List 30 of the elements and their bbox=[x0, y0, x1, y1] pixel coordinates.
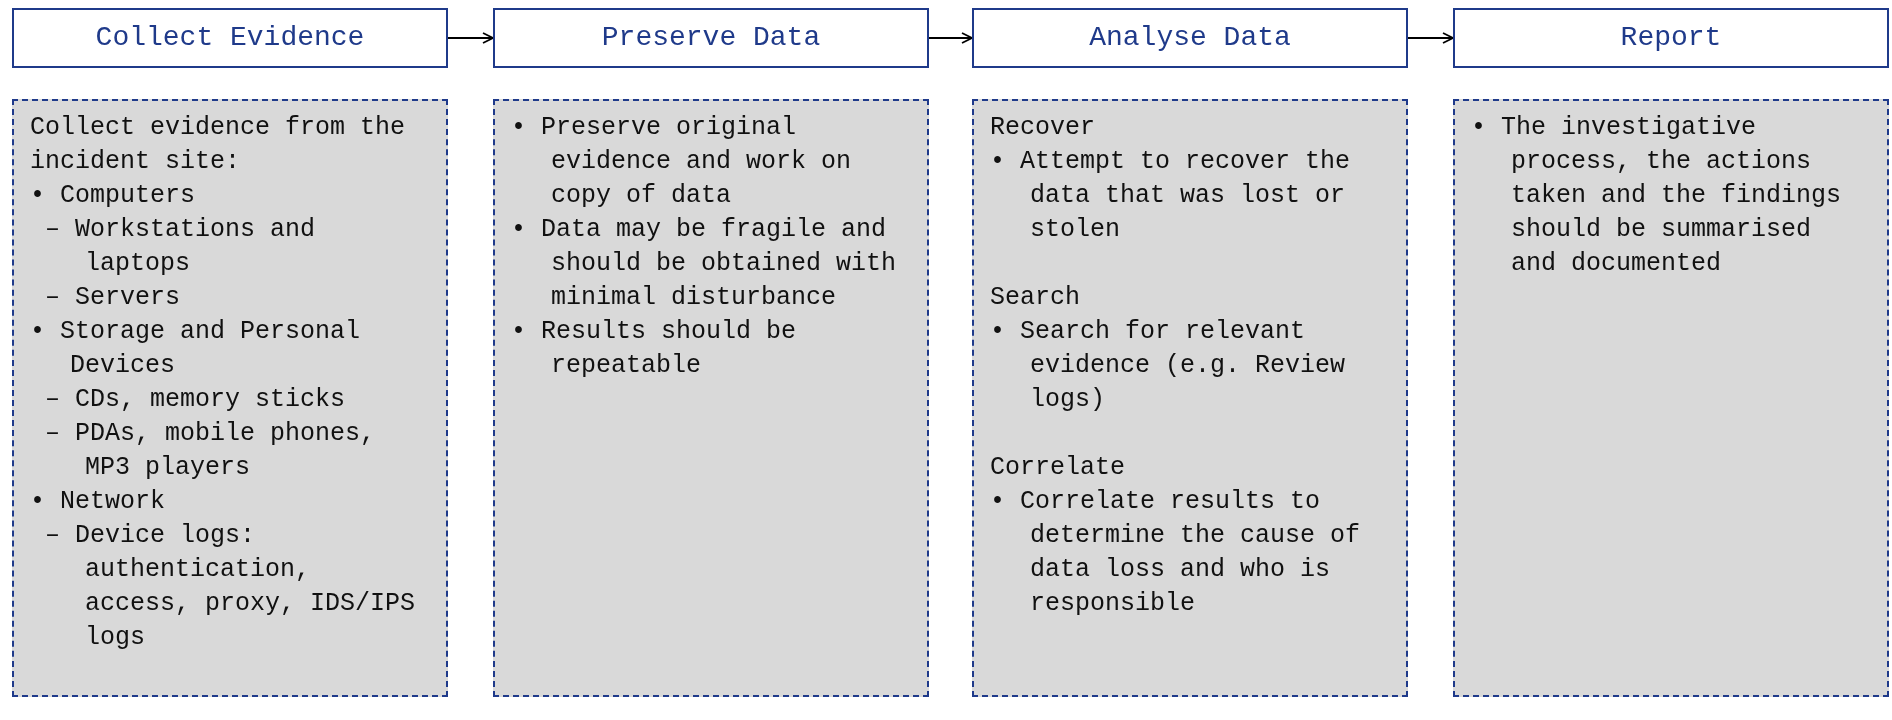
bullet-item: • Correlate results to determine the cause of data loss and who is responsible bbox=[990, 486, 1362, 620]
section-heading: Correlate bbox=[990, 452, 1127, 484]
bullet-item: – Servers bbox=[44, 282, 182, 314]
stage-detail-panel bbox=[972, 99, 1408, 697]
bullet-item: • Preserve original evidence and work on copy of data bbox=[511, 112, 853, 212]
bullet-item: • The investigative process, the actions taken and the findings should be summarised and documented bbox=[1471, 112, 1843, 280]
bullet-item: • Data may be fragile and should be obtained with minimal disturbance bbox=[511, 214, 898, 314]
bullet-item: • Network bbox=[30, 486, 167, 518]
stage-title: Report bbox=[1620, 21, 1722, 55]
arrow bbox=[447, 32, 494, 44]
stage-title: Collect Evidence bbox=[95, 21, 365, 55]
bullet-item: • Search for relevant evidence (e.g. Review logs) bbox=[990, 316, 1347, 416]
section-heading: Collect evidence from the incident site: bbox=[30, 112, 407, 178]
stage-detail-panel bbox=[1453, 99, 1889, 697]
section-heading: Recover bbox=[990, 112, 1097, 144]
arrow bbox=[928, 32, 973, 44]
stage-title: Preserve Data bbox=[601, 21, 821, 55]
bullet-item: – Device logs: authentication, access, proxy, IDS/IPS logs bbox=[44, 520, 417, 654]
stage-detail-panel bbox=[12, 99, 448, 697]
bullet-item: • Computers bbox=[30, 180, 197, 212]
bullet-item: • Attempt to recover the data that was lost or stolen bbox=[990, 146, 1352, 246]
stage-detail-panel bbox=[493, 99, 929, 697]
bullet-item: • Results should be repeatable bbox=[511, 316, 798, 382]
section-heading: Search bbox=[990, 282, 1081, 314]
arrow bbox=[1407, 32, 1454, 44]
bullet-item: – CDs, memory sticks bbox=[44, 384, 347, 416]
bullet-item: – Workstations and laptops bbox=[44, 214, 317, 280]
bullet-item: – PDAs, mobile phones, MP3 players bbox=[44, 418, 377, 484]
bullet-item: • Storage and Personal Devices bbox=[30, 316, 362, 382]
stage-title: Analyse Data bbox=[1089, 21, 1291, 55]
